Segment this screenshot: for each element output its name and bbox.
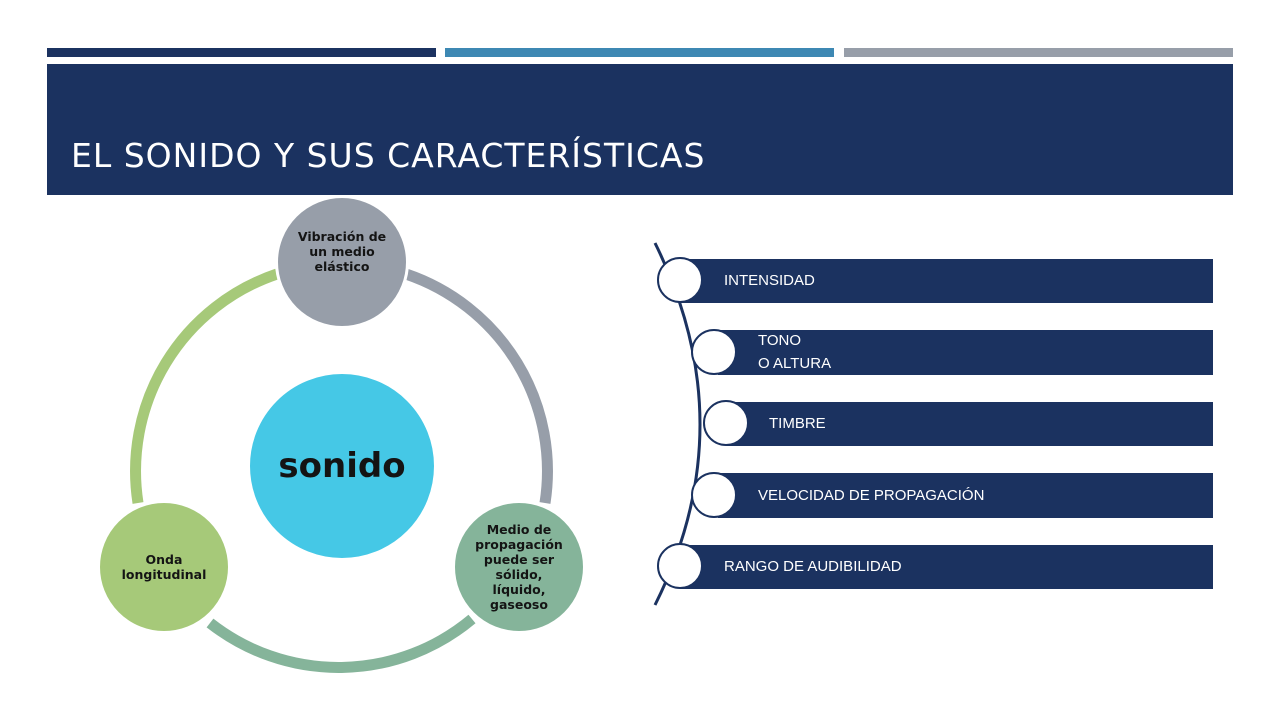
node-onda-longitudinal: Onda longitudinal: [97, 500, 231, 634]
node-vibracion: Vibración de un medio elástico: [275, 195, 409, 329]
bullet-circle: [691, 472, 737, 518]
arc-left-to-top: [130, 268, 279, 504]
characteristic-label-line2: O ALTURA: [758, 355, 832, 372]
characteristic-bar-rango: RANGO DE AUDIBILIDAD: [680, 545, 1213, 589]
characteristic-label: INTENSIDAD: [724, 272, 815, 289]
characteristic-bar-tono: TONO O ALTURA: [718, 330, 1213, 375]
characteristic-label: VELOCIDAD DE PROPAGACIÓN: [758, 487, 985, 504]
bullet-circle: [703, 400, 749, 446]
accent-bar-1: [47, 48, 436, 57]
slide-title: EL SONIDO Y SUS CARACTERÍSTICAS: [71, 136, 706, 175]
accent-bar-3: [844, 48, 1233, 57]
bullet-circle: [657, 257, 703, 303]
node-onda-longitudinal-label: Onda longitudinal: [121, 552, 207, 582]
characteristic-bar-velocidad: VELOCIDAD DE PROPAGACIÓN: [718, 473, 1213, 518]
node-vibracion-label: Vibración de un medio elástico: [297, 228, 387, 274]
node-medio-propagacion: Medio de propagación puede ser sólido, l…: [452, 500, 586, 634]
bullet-circle: [657, 543, 703, 589]
characteristic-label: TIMBRE: [769, 415, 826, 432]
characteristic-label: RANGO DE AUDIBILIDAD: [724, 558, 902, 575]
title-band: EL SONIDO Y SUS CARACTERÍSTICAS: [47, 64, 1233, 195]
arc-top-to-right: [404, 268, 553, 504]
bullet-circle: [691, 329, 737, 375]
characteristic-bar-intensidad: INTENSIDAD: [680, 259, 1213, 303]
center-node-label: sonido: [278, 446, 406, 486]
characteristic-bar-timbre: TIMBRE: [726, 402, 1213, 446]
accent-bar-2: [445, 48, 834, 57]
arc-right-to-left: [206, 614, 476, 673]
node-medio-propagacion-label: Medio de propagación puede ser sólido, l…: [475, 522, 563, 612]
characteristic-label: TONO: [758, 332, 802, 349]
center-node-sonido: sonido: [246, 370, 438, 562]
